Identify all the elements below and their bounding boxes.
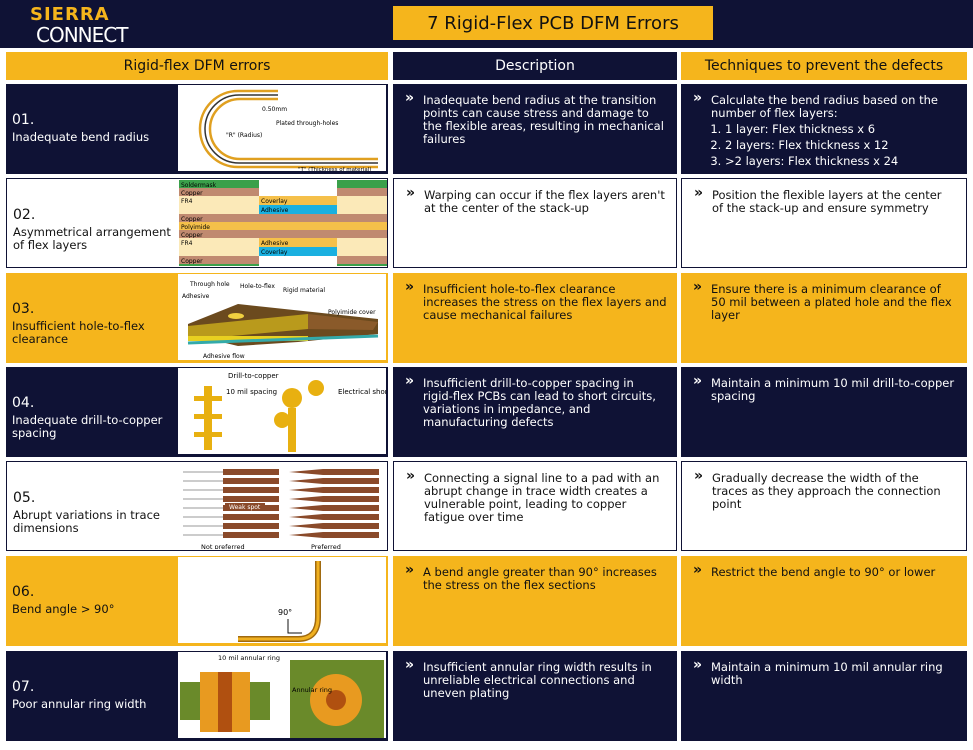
- description-text: Warping can occur if the flex layers are…: [394, 179, 676, 215]
- illustration-label: Plated through-holes: [276, 120, 338, 127]
- illustration-label: Adhesive: [261, 207, 289, 214]
- page-title: 7 Rigid-Flex PCB DFM Errors: [393, 6, 713, 40]
- illustration-label: "R" (Radius): [226, 132, 262, 139]
- logo: SIERRA: [30, 4, 110, 25]
- illustration-label: Electrical short: [338, 388, 386, 396]
- illustration-label: Hole-to-flex: [240, 283, 275, 290]
- technique-text: Maintain a minimum 10 mil annular ring w…: [711, 660, 943, 687]
- error-number: 04.: [12, 395, 35, 411]
- error-number: 01.: [12, 112, 35, 128]
- error-number: 03.: [12, 301, 35, 317]
- illustration-label: Copper: [181, 216, 203, 223]
- error-cell-3: 03. Insufficient hole-to-flex clearance …: [6, 273, 388, 363]
- illustration-label: Weak spot: [229, 504, 261, 511]
- illustration-label: "T" (Thickness of material): [298, 167, 371, 171]
- logo-connect: CONNECT: [36, 23, 128, 47]
- error-label: Inadequate bend radius: [12, 130, 150, 144]
- error-label: Bend angle > 90°: [12, 602, 115, 616]
- description-text: Insufficient hole-to-flex clearance incr…: [393, 273, 677, 322]
- img-label: 0.50mm: [262, 106, 287, 113]
- technique-list-item: >2 layers: Flex thickness x 24: [725, 155, 957, 168]
- error-number: 02.: [13, 207, 36, 223]
- illustration-label: Copper: [181, 232, 203, 239]
- description-cell-2: Warping can occur if the flex layers are…: [393, 178, 677, 268]
- description-text: A bend angle greater than 90° increases …: [393, 556, 677, 592]
- technique-text: Ensure there is a minimum clearance of 5…: [711, 282, 952, 322]
- illustration-label: Soldermask: [181, 182, 217, 189]
- description-cell-4: Insufficient drill-to-copper spacing in …: [393, 367, 677, 457]
- illustration-label: Not preferred: [201, 543, 245, 549]
- error-number: 07.: [12, 679, 35, 695]
- technique-cell-1: Calculate the bend radius based on the n…: [681, 84, 967, 174]
- illustration-label: Through hole: [189, 281, 230, 288]
- technique-text: Maintain a minimum 10 mil drill-to-coppe…: [711, 376, 955, 403]
- illustration-label: Annular ring: [292, 686, 332, 694]
- error-number: 05.: [13, 490, 36, 506]
- technique-list-item: 2 layers: Flex thickness x 12: [725, 139, 957, 152]
- header-bar: SIERRA CONNECT 7 Rigid-Flex PCB DFM Erro…: [0, 0, 973, 48]
- technique-text: Gradually decrease the width of the trac…: [712, 471, 941, 511]
- error-cell-7: 07. Poor annular ring width 10 mil annul…: [6, 651, 388, 741]
- illustration-label: Polyimide cover: [328, 309, 376, 316]
- error-label: Poor annular ring width: [12, 697, 147, 711]
- illustration-label: Adhesive: [182, 293, 210, 300]
- error-label: Abrupt variations in trace dimensions: [13, 508, 160, 535]
- illustration-label: Coverlay: [261, 249, 288, 256]
- error-label: Asymmetrical arrangement of flex layers: [13, 225, 171, 252]
- error-cell-6: 06. Bend angle > 90° 90°: [6, 556, 388, 646]
- technique-cell-5: Gradually decrease the width of the trac…: [681, 461, 967, 551]
- description-cell-7: Insufficient annular ring width results …: [393, 651, 677, 741]
- illustration-label: Preferred: [311, 543, 341, 549]
- error-label: Insufficient hole-to-flex clearance: [12, 319, 145, 346]
- illustration-label: Rigid material: [283, 287, 325, 294]
- error-cell-5: 05. Abrupt variations in trace dimension…: [6, 461, 388, 551]
- illustration-label: 90°: [278, 608, 292, 617]
- illustration-label: Coverlay: [261, 198, 288, 205]
- illustration-label: Drill-to-copper: [228, 372, 279, 380]
- illustration-label: Copper: [181, 258, 203, 265]
- description-cell-1: Inadequate bend radius at the transition…: [393, 84, 677, 174]
- illustration-label: Adhesive: [261, 240, 289, 247]
- error-cell-2: 02. Asymmetrical arrangement of flex lay…: [6, 178, 388, 268]
- error-illustration: Drill-to-copper 10 mil spacing Electrical …: [178, 368, 386, 454]
- error-number: 06.: [12, 584, 35, 600]
- description-text: Insufficient annular ring width results …: [393, 651, 677, 700]
- illustration-label: 10 mil spacing: [226, 388, 277, 396]
- technique-text: Calculate the bend radius based on the n…: [711, 93, 938, 120]
- technique-cell-3: Ensure there is a minimum clearance of 5…: [681, 273, 967, 363]
- column-header-errors: Rigid-flex DFM errors: [6, 52, 388, 80]
- description-text: Insufficient drill-to-copper spacing in …: [393, 367, 677, 429]
- illustration-label: Copper: [181, 190, 203, 197]
- illustration-label: FR4: [181, 198, 193, 205]
- description-cell-3: Insufficient hole-to-flex clearance incr…: [393, 273, 677, 363]
- illustration-label: Adhesive flow: [203, 353, 245, 360]
- error-label: Inadequate drill-to-copper spacing: [12, 413, 163, 440]
- description-cell-5: Connecting a signal line to a pad with a…: [393, 461, 677, 551]
- illustration-label: 10 mil annular ring: [218, 654, 280, 662]
- description-text: Inadequate bend radius at the transition…: [393, 84, 677, 146]
- technique-cell-4: Maintain a minimum 10 mil drill-to-coppe…: [681, 367, 967, 457]
- technique-cell-6: Restrict the bend angle to 90° or lower: [681, 556, 967, 646]
- illustration-label: Polyimide: [181, 224, 210, 231]
- technique-list: 1 layer: Flex thickness x 6 2 layers: Fle…: [725, 123, 957, 168]
- column-header-description: Description: [393, 52, 677, 80]
- technique-cell-2: Position the flexible layers at the cent…: [681, 178, 967, 268]
- technique-cell-7: Maintain a minimum 10 mil annular ring w…: [681, 651, 967, 741]
- column-header-techniques: Techniques to prevent the defects: [681, 52, 967, 80]
- description-text: Connecting a signal line to a pad with a…: [394, 462, 676, 524]
- illustration-label: FR4: [181, 240, 193, 247]
- error-cell-4: 04. Inadequate drill-to-copper spacing D…: [6, 367, 388, 457]
- description-cell-6: A bend angle greater than 90° increases …: [393, 556, 677, 646]
- error-illustration: 90°: [178, 557, 386, 643]
- technique-text: Position the flexible layers at the cent…: [712, 188, 942, 215]
- technique-list-item: 1 layer: Flex thickness x 6: [725, 123, 957, 136]
- technique-text: Restrict the bend angle to 90° or lower: [711, 565, 936, 579]
